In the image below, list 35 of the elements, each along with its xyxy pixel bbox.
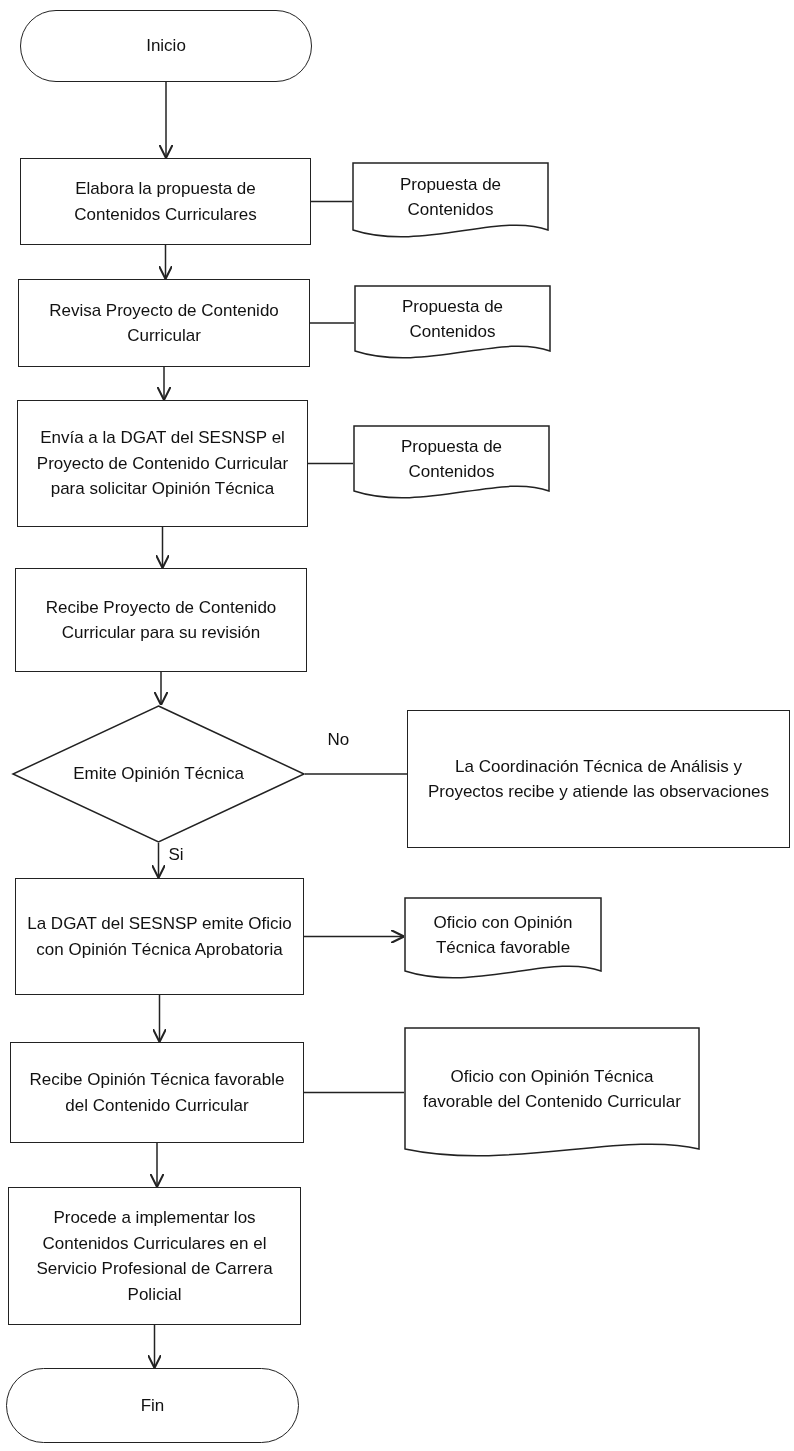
node-text: Inicio [146, 35, 186, 58]
decision-diamond [12, 705, 305, 843]
process-box [15, 568, 307, 672]
node-text: Elabora la propuesta de Contenidos Curriculares [73, 178, 258, 226]
connector-arrow [146, 1324, 163, 1369]
connector-arrow [151, 994, 168, 1043]
process-box [20, 158, 311, 245]
process-box [18, 279, 310, 367]
process-box [15, 878, 304, 995]
node-text: Revisa Proyecto de Contenido Curricular [48, 299, 280, 347]
node-text: Propuesta de Contenidos [399, 435, 504, 483]
process-box [407, 710, 790, 848]
node-text: Recibe Proyecto de Contenido Curricular para su revisión [44, 596, 278, 644]
node-text: Emite Opinión Técnica [73, 763, 244, 786]
node-text: Recibe Opinión Técnica favorable del Contenido Curricular [28, 1069, 286, 1117]
node-text: Fin [140, 1394, 165, 1417]
connector-arrow [153, 671, 169, 706]
node-text: La DGAT del SESNSP emite Oficio con Opinión Técnica Aprobatoria [26, 913, 293, 961]
connector-arrow [149, 1142, 165, 1188]
process-box [17, 400, 308, 527]
node-text: Oficio con Opinión Técnica favorable del Contenido Curricular [422, 1065, 682, 1113]
connector-arrow [150, 842, 167, 879]
process-box [8, 1187, 301, 1325]
node-text: Propuesta de Contenidos [400, 295, 505, 343]
node-text: Oficio con Opinión Técnica favorable [432, 911, 574, 959]
connector-arrow [303, 928, 405, 945]
node-text: La Coordinación Técnica de Análisis y Proyectos recibe y atiende las observaciones [426, 755, 771, 803]
connector-arrow [154, 526, 171, 569]
node-text: Procede a implementar los Contenidos Curriculares en el Servicio Profesional de Carrera Policial [35, 1207, 274, 1306]
connector-arrow [156, 366, 172, 401]
node-text: Envía a la DGAT del SESNSP el Proyecto de Contenido Curricular para solicitar Opinión Técnica [35, 427, 290, 501]
process-box [10, 1042, 304, 1143]
node-text: Propuesta de Contenidos [398, 173, 503, 221]
connector-arrow [157, 244, 174, 280]
connector-arrow [158, 81, 174, 159]
